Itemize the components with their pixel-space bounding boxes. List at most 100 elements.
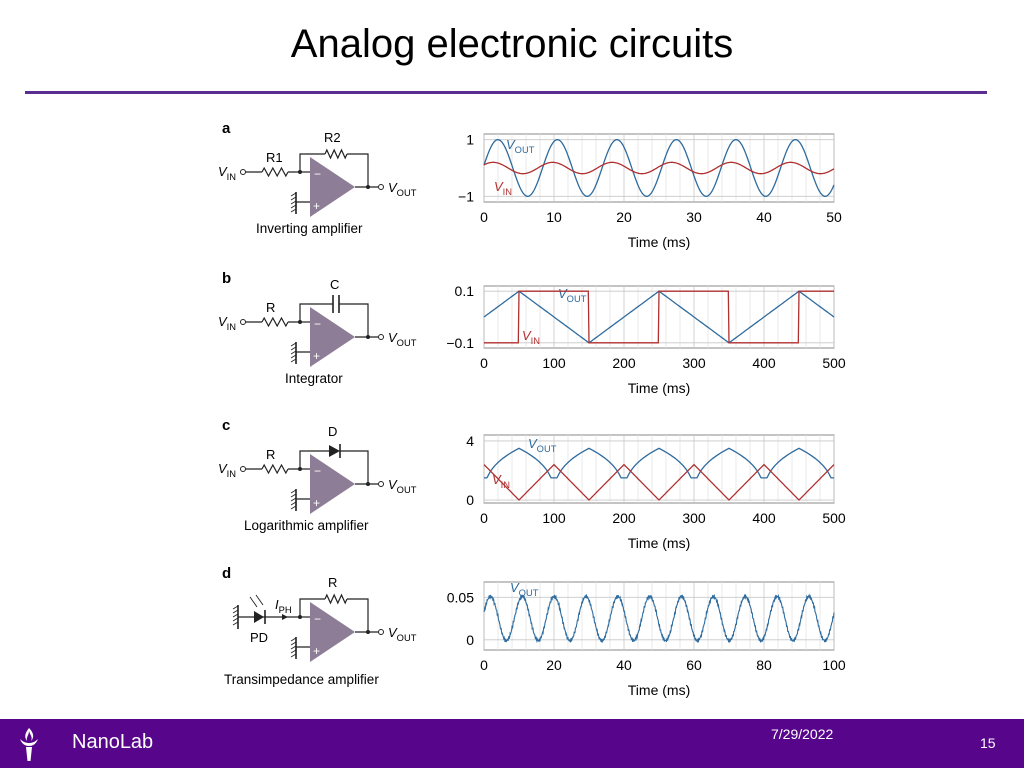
vin-label: VIN (218, 461, 236, 479)
input-terminal (240, 169, 246, 175)
x-tick-label: 60 (686, 657, 702, 673)
pd-label: PD (250, 630, 268, 645)
series-line-vout (483, 139, 835, 197)
slide-title: Analog electronic circuits (290, 22, 734, 66)
feedback-resistor (324, 593, 348, 605)
current-arrow-icon (282, 614, 288, 620)
footer-bar: NanoLab 7/29/2022 15 (0, 719, 1024, 768)
x-axis-label: Time (ms) (628, 682, 690, 698)
title-divider (25, 91, 987, 94)
feedback-wire-right (347, 450, 369, 484)
ground-hatch (232, 621, 239, 626)
input-resistor-label: R (266, 300, 275, 315)
x-tick-label: 100 (542, 510, 566, 526)
opamp-minus: − (314, 464, 321, 478)
feedback-wire-right (347, 598, 369, 632)
feedback-resistor-label: R (328, 575, 337, 590)
series-label-vin: VIN (492, 472, 510, 490)
x-tick-label: 10 (546, 209, 562, 225)
capacitor-label: C (330, 277, 339, 292)
opamp-plus: + (313, 199, 320, 213)
ground-hatch (232, 617, 239, 622)
x-tick-label: 80 (756, 657, 772, 673)
y-tick-label: 0.1 (455, 283, 475, 299)
ground-hatch (232, 605, 239, 610)
plot-area (483, 581, 835, 651)
opamp-triangle (310, 602, 355, 662)
diode-icon (329, 445, 340, 457)
x-axis-label: Time (ms) (628, 234, 690, 250)
opamp-plus: + (313, 496, 320, 510)
series-label-vin: VIN (494, 179, 512, 197)
photodiode-icon (254, 611, 264, 623)
input-terminal (240, 319, 246, 325)
opamp-minus: − (314, 317, 321, 331)
diode-label: D (328, 424, 337, 439)
iph-label: IPH (275, 597, 292, 615)
ground-hatch (290, 358, 297, 363)
x-tick-label: 100 (542, 355, 566, 371)
ground-hatch (290, 645, 297, 650)
x-tick-label: 300 (682, 510, 706, 526)
x-tick-label: 0 (480, 510, 488, 526)
vout-label: VOUT (388, 180, 417, 198)
capacitor-icon (332, 295, 340, 313)
opamp-plus: + (313, 349, 320, 363)
torch-logo-icon (20, 728, 38, 761)
y-tick-label: 0.05 (447, 589, 474, 605)
y-tick-label: 0 (466, 632, 474, 648)
feedback-wire-left (299, 303, 325, 322)
output-terminal (378, 629, 384, 635)
series-line-vout (484, 447, 834, 479)
x-tick-label: 0 (480, 355, 488, 371)
ground-wire (295, 351, 310, 358)
opamp-triangle (310, 157, 355, 217)
feedback-wire-left (299, 153, 325, 172)
ground-hatch (290, 649, 297, 654)
light-arrows-icon (249, 594, 264, 608)
ground-hatch (290, 346, 297, 351)
x-tick-label: 200 (612, 510, 636, 526)
x-tick-label: 100 (822, 657, 846, 673)
input-resistor-label: R1 (266, 150, 283, 165)
y-tick-label: −0.1 (446, 335, 474, 351)
feedback-resistor (324, 148, 348, 160)
footer-org-name: NanoLab (72, 731, 154, 753)
ground-hatch (290, 493, 297, 498)
series-label-vin: VIN (522, 328, 540, 346)
ground-hatch (290, 641, 297, 646)
series-line-vout (483, 593, 835, 644)
input-resistor-label: R (266, 447, 275, 462)
input-resistor (261, 166, 289, 178)
opamp-minus: − (314, 167, 321, 181)
circuit-name: Logarithmic amplifier (244, 518, 369, 533)
feedback-wire-left (299, 450, 325, 469)
footer-page-number: 15 (980, 735, 996, 751)
footer-date: 7/29/2022 (771, 726, 834, 742)
ground-hatch (290, 204, 297, 209)
opamp-plus: + (313, 644, 320, 658)
feedback-wire-right (347, 153, 369, 187)
x-tick-label: 400 (752, 510, 776, 526)
ground-hatch (290, 501, 297, 506)
vin-label: VIN (218, 314, 236, 332)
ground-hatch (290, 208, 297, 213)
x-axis-label: Time (ms) (628, 380, 690, 396)
opamp-minus: − (314, 612, 321, 626)
ground-hatch (290, 637, 297, 642)
vout-label: VOUT (388, 330, 417, 348)
x-tick-label: 500 (822, 355, 846, 371)
opamp-triangle (310, 307, 355, 367)
ground-wire (295, 498, 310, 505)
y-tick-label: 4 (466, 433, 474, 449)
y-tick-label: 0 (466, 492, 474, 508)
ground-hatch (290, 350, 297, 355)
circuit-name: Integrator (285, 371, 343, 386)
feedback-wire-left (299, 598, 325, 617)
